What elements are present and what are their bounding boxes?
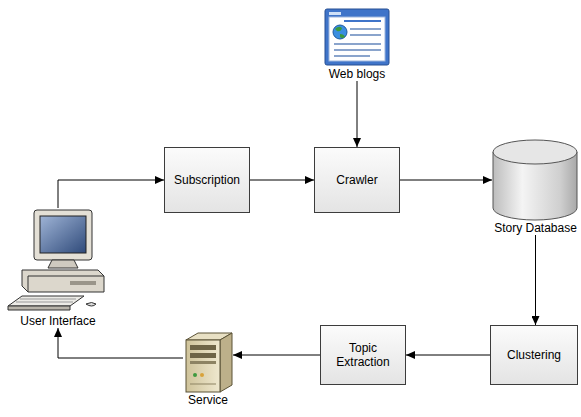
icon-label: Web blogs xyxy=(328,67,386,81)
icon-spacer xyxy=(492,139,579,221)
icon-label: Story Database xyxy=(493,221,578,235)
icon-label: User Interface xyxy=(19,314,96,328)
user-interface-node: User Interface xyxy=(8,208,108,328)
flow-arrow xyxy=(58,180,164,208)
icon-label: Service xyxy=(187,393,229,407)
flow-arrow xyxy=(406,355,490,356)
process-box: Subscription xyxy=(164,147,250,213)
process-box: Crawler xyxy=(314,147,400,213)
flow-arrow xyxy=(357,81,358,147)
box-label: Subscription xyxy=(174,173,240,187)
service-node: Service xyxy=(183,332,233,407)
database-node: Story Database xyxy=(492,139,579,235)
flow-arrow xyxy=(58,328,183,358)
process-box: Topic Extraction xyxy=(320,325,406,385)
flow-arrow xyxy=(535,235,536,325)
box-label: Crawler xyxy=(336,173,377,187)
computer-icon xyxy=(8,210,104,310)
box-label: Clustering xyxy=(507,348,561,362)
process-box: Clustering xyxy=(490,325,578,385)
icon-spacer xyxy=(183,332,233,393)
flow-arrow xyxy=(250,180,314,181)
server-icon xyxy=(186,333,232,392)
flow-arrow xyxy=(233,355,320,356)
box-label: Topic Extraction xyxy=(327,341,399,369)
flow-arrow xyxy=(400,180,492,181)
web-page-icon xyxy=(325,9,389,65)
icon-spacer xyxy=(324,8,390,67)
web-blogs-node: Web blogs xyxy=(324,8,390,81)
database-cylinder xyxy=(493,140,577,220)
icon-spacer xyxy=(8,208,108,314)
